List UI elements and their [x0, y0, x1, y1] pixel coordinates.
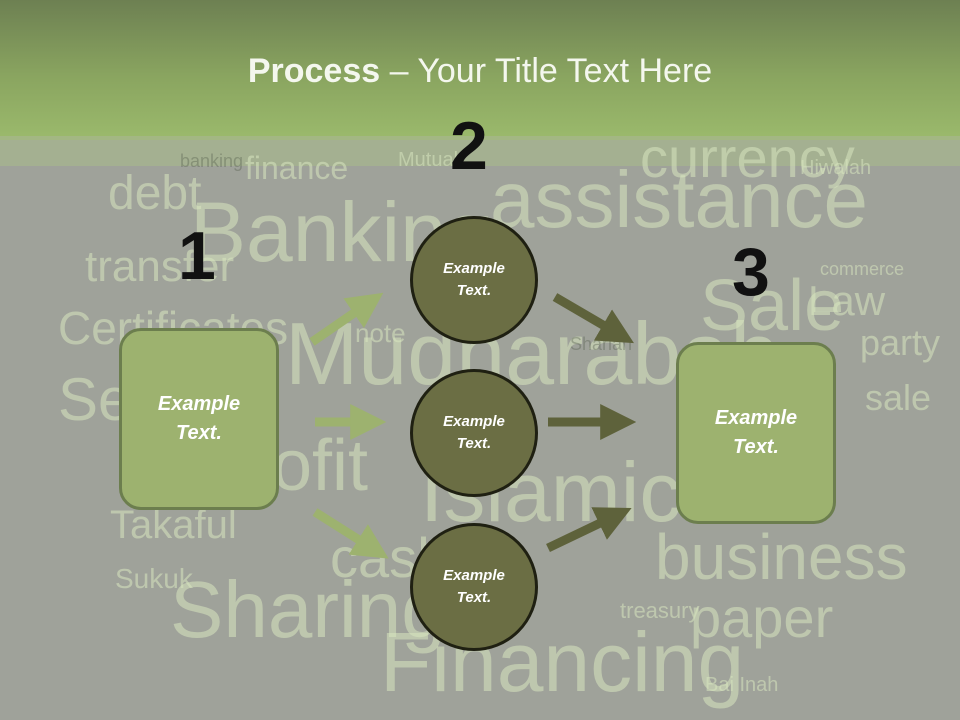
- wc-word: Sukuk: [115, 563, 193, 594]
- title-bar: [0, 0, 960, 140]
- step-number-1: 1: [178, 218, 216, 294]
- wc-word: Sale: [700, 266, 845, 346]
- circle-top-line2: Text.: [456, 282, 492, 299]
- wc-word: debt: [108, 167, 202, 220]
- wc-word: transfer: [85, 242, 235, 291]
- wc-word: Bai Inah: [705, 674, 779, 696]
- circle-top-line1: Example: [443, 259, 505, 277]
- arrow-right-top: [552, 293, 634, 344]
- wc-word: paper: [690, 586, 834, 649]
- wc-word: Takaful: [110, 503, 237, 547]
- step-number-2: 2: [450, 108, 488, 184]
- wc-word: sale: [865, 377, 932, 418]
- circle-middle-line1: Example: [443, 412, 505, 430]
- arrow-left-bottom: [312, 508, 389, 559]
- left-box-line2: Text.: [176, 422, 222, 444]
- title-rest: – Your Title Text Here: [380, 52, 713, 90]
- wc-word: Mutual: [398, 149, 459, 171]
- wc-word: business: [655, 521, 908, 593]
- circle-bottom-line1: Example: [443, 566, 505, 584]
- step-number-3: 3: [732, 234, 770, 310]
- wc-word: commerce: [820, 259, 905, 279]
- wc-word: Hiwalah: [800, 157, 872, 179]
- wc-word: assistance: [490, 155, 868, 244]
- title-bar-band: [0, 136, 960, 166]
- arrow-left-top: [309, 292, 384, 346]
- wc-word: Law: [808, 277, 886, 324]
- wc-word: finance: [245, 150, 349, 186]
- wc-word: treasury: [620, 598, 700, 623]
- wc-word: party: [860, 322, 941, 363]
- circle-bottom-line2: Text.: [456, 589, 492, 606]
- right-box-line2: Text.: [733, 436, 779, 458]
- left-box-line1: Example: [157, 393, 241, 415]
- slide-title: Process – Your Title Text Here: [0, 52, 960, 91]
- right-box-line1: Example: [714, 407, 798, 429]
- wc-word: Sharing: [170, 565, 446, 654]
- wc-word: currency: [640, 140, 855, 189]
- title-bold: Process: [247, 52, 381, 90]
- wc-word: banking: [180, 151, 244, 171]
- arrow-right-bottom: [546, 507, 632, 553]
- circle-middle-line2: Text.: [456, 435, 492, 452]
